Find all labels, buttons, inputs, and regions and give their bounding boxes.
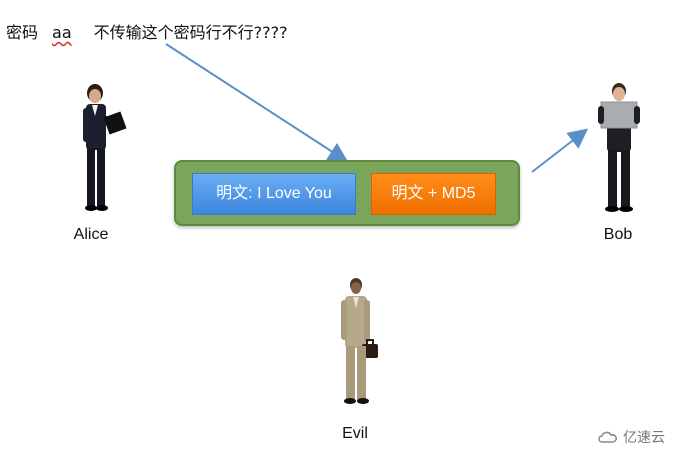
message-box: 明文: I Love You 明文 + MD5 [174,160,520,226]
alice-label: Alice [73,226,109,243]
watermark-text: 亿速云 [623,430,665,446]
arrow-note-to-message [165,43,349,163]
question-text: 不传输这个密码行不行???? [93,23,288,42]
evil-label: Evil [342,425,368,442]
arrow-message-to-bob [531,128,589,173]
top-note: 密码 aa 不传输这个密码行不行???? [6,19,288,43]
watermark: 亿速云 [597,427,665,447]
password-value: aa [52,23,72,42]
bob-label: Bob [603,226,633,243]
alice-figure [83,84,127,211]
cloud-logo-icon [598,431,617,443]
bob-figure [598,83,640,212]
hash-box: 明文 + MD5 [371,173,496,215]
evil-figure [341,278,378,404]
plaintext-box: 明文: I Love You [192,173,356,215]
password-label: 密码 [6,23,39,42]
